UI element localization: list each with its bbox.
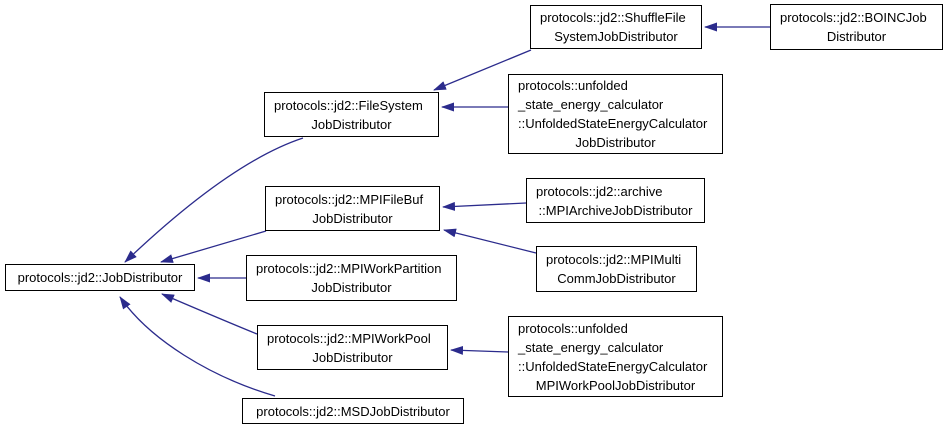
inheritance-arrow-mpi-work-pool-job-distributor-to-job-distributor (161, 293, 258, 335)
inheritance-arrow-unfolded-state-energy-calculator-mpi-work-pool-job-distributor-to-mpi-work-pool-job-distributor (450, 345, 509, 355)
class-node-label-line: MPIWorkPoolJobDistributor (535, 377, 696, 393)
inheritance-arrow-mpi-file-buf-job-distributor-to-job-distributor (160, 230, 267, 263)
class-node-label-line: ::UnfoldedStateEnergyCalculator (518, 358, 708, 374)
class-node-label-line: protocols::jd2::MPIWorkPool (267, 330, 431, 346)
class-node-unfolded-state-energy-calculator-mpi-work-pool-job-distributor[interactable]: protocols::unfolded_state_energy_calcula… (508, 316, 723, 397)
class-node-label-line: ::UnfoldedStateEnergyCalculator (518, 116, 708, 131)
class-node-label-line: protocols::jd2::MPIFileBuf (275, 191, 424, 207)
class-node-label-line: protocols::jd2::ShuffleFile (540, 10, 686, 25)
class-node-label-line: JobDistributor (312, 210, 393, 226)
class-node-label-line: _state_energy_calculator (518, 339, 664, 355)
class-node-label-line: JobDistributor (311, 116, 392, 132)
class-node-label-line: protocols::jd2::archive (536, 183, 663, 199)
class-node-label-line: protocols::jd2::MPIWorkPartition (256, 261, 442, 276)
class-node-label-line: protocols::jd2::FileSystem (274, 97, 423, 113)
inheritance-arrow-shuffle-file-system-job-distributor-to-file-system-job-distributor (433, 49, 532, 91)
class-node-label-line: protocols::jd2::MSDJobDistributor (256, 403, 450, 419)
class-node-label-line: CommJobDistributor (557, 271, 676, 286)
inheritance-arrow-mpi-archive-job-distributor-to-mpi-file-buf-job-distributor (442, 201, 527, 211)
inheritance-arrow-file-system-job-distributor-to-job-distributor (124, 137, 304, 263)
class-node-label-line: protocols::unfolded (518, 78, 628, 93)
class-node-label-line: protocols::jd2::JobDistributor (17, 270, 183, 285)
class-node-label-line: protocols::jd2::MPIMulti (546, 252, 682, 267)
class-node-label-line: ::MPIArchiveJobDistributor (538, 202, 693, 218)
class-node-label-line: JobDistributor (311, 280, 392, 295)
class-node-msd-job-distributor[interactable]: protocols::jd2::MSDJobDistributor (242, 398, 464, 424)
class-node-label-line: _state_energy_calculator (518, 97, 664, 112)
class-node-label-line: protocols::jd2::BOINCJob (780, 10, 927, 25)
inheritance-arrow-msd-job-distributor-to-job-distributor (119, 296, 276, 397)
class-node-label-line: JobDistributor (312, 349, 393, 365)
class-node-unfolded-state-energy-calculator-job-distributor[interactable]: protocols::unfolded_state_energy_calcula… (508, 74, 723, 154)
class-node-label-line: Distributor (826, 29, 887, 44)
inheritance-arrow-mpi-multi-comm-job-distributor-to-mpi-file-buf-job-distributor (443, 228, 537, 254)
class-node-label-line: protocols::unfolded (518, 320, 628, 336)
class-node-label-line: SystemJobDistributor (554, 29, 678, 44)
class-node-mpi-archive-job-distributor[interactable]: protocols::jd2::archive::MPIArchiveJobDi… (526, 178, 705, 223)
class-node-job-distributor[interactable]: protocols::jd2::JobDistributor (5, 264, 195, 291)
class-node-label-line: JobDistributor (575, 135, 656, 150)
